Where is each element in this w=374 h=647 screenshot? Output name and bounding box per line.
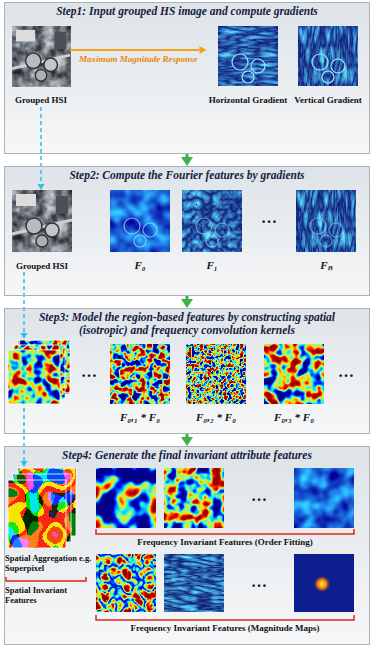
- step-title: Step3: Model the region-based features b…: [22, 309, 352, 337]
- feature-image: [164, 468, 224, 528]
- image-tile: Horizontal Gradient: [207, 26, 290, 107]
- ellipsis: …: [77, 364, 101, 380]
- arrow-head: [38, 184, 45, 190]
- image-tile: Grouped HSI: [12, 26, 70, 107]
- step-panel: Step3: Model the region-based features b…: [4, 308, 370, 434]
- feature-image: [294, 468, 354, 528]
- connector-line: [186, 296, 189, 299]
- ellipsis: …: [247, 574, 271, 590]
- image-tile: F₀,₂ * F₀: [186, 344, 246, 425]
- step-panel: Step2: Compute the Fourier features by g…: [4, 166, 370, 296]
- gradient-image: [218, 26, 278, 86]
- image-caption: F₀,₃ * F₀: [274, 411, 314, 423]
- image-caption: Vertical Gradient: [294, 95, 361, 106]
- connector-line: [186, 154, 189, 157]
- image-caption: Grouped HSI: [15, 95, 67, 106]
- ellipsis: …: [247, 488, 271, 504]
- hsi-image: [12, 26, 70, 86]
- connector-arrow: [181, 434, 193, 446]
- image-tile: F₀: [110, 190, 170, 273]
- hsi-image: [12, 190, 72, 252]
- image-caption: F₀,₂ * F₀: [196, 411, 236, 423]
- arrow-head: [181, 299, 193, 308]
- step-title: Step2: Compute the Fourier features by g…: [5, 167, 369, 182]
- panel-ground: [4, 2, 370, 645]
- kernel-image: [186, 344, 246, 404]
- fourier-image: [110, 190, 170, 252]
- edge-label: Maximum Magnitude Response: [72, 54, 205, 64]
- arrow-head: [200, 46, 207, 54]
- image-caption: F₀: [134, 259, 145, 271]
- image-tile: F₁: [182, 190, 242, 273]
- superpixel-stack: [8, 468, 76, 548]
- feature-image: [164, 554, 224, 612]
- arrow-head: [181, 157, 193, 166]
- kernel-image: [264, 344, 324, 404]
- ellipsis: …: [257, 210, 281, 226]
- image-tile: Vertical Gradient: [292, 26, 364, 107]
- image-caption: Grouped HSI: [16, 261, 68, 272]
- connector-line: [186, 434, 189, 437]
- image-tile: Grouped HSI: [12, 190, 72, 273]
- dashed-arrow: [21, 272, 28, 467]
- feature-image: [96, 554, 156, 612]
- image-caption: F₁: [206, 259, 217, 271]
- connector-arrow: [181, 154, 193, 166]
- fourier-image: [296, 190, 356, 252]
- connector-arrow: [181, 296, 193, 308]
- connector-arrow: [70, 46, 207, 54]
- caption-label: Spatial Invariant Features: [5, 585, 91, 605]
- step-panel: Step1: Input grouped HS image and comput…: [4, 2, 370, 154]
- caption-label: Frequency Invariant Features (Order Fitt…: [94, 537, 356, 548]
- step-title: Step4: Generate the final invariant attr…: [5, 447, 369, 462]
- ellipsis: …: [334, 364, 358, 380]
- connector-line: [40, 107, 42, 184]
- image-caption: F₀,₁ * F₀: [120, 411, 160, 423]
- feature-image: [294, 554, 354, 612]
- image-caption: Horizontal Gradient: [209, 95, 288, 106]
- caption-label: Frequency Invariant Features (Magnitude …: [94, 623, 356, 634]
- image-caption: Fₙ: [320, 259, 331, 271]
- kernel-image: [110, 344, 170, 404]
- image-tile: F₀,₃ * F₀: [264, 344, 324, 425]
- connector-line: [70, 49, 200, 51]
- connector-arrow: [38, 107, 45, 190]
- step-title: Step1: Input grouped HS image and comput…: [5, 3, 369, 18]
- image-stack: [8, 340, 70, 404]
- fourier-image: [182, 190, 242, 252]
- feature-image: [96, 468, 156, 528]
- arrow-head: [181, 437, 193, 446]
- image-tile: F₀,₁ * F₀: [110, 344, 170, 425]
- caption-label: Spatial Aggregation e.g. Superpixel: [5, 553, 93, 573]
- image-tile: Fₙ: [296, 190, 356, 273]
- gradient-image: [298, 26, 358, 86]
